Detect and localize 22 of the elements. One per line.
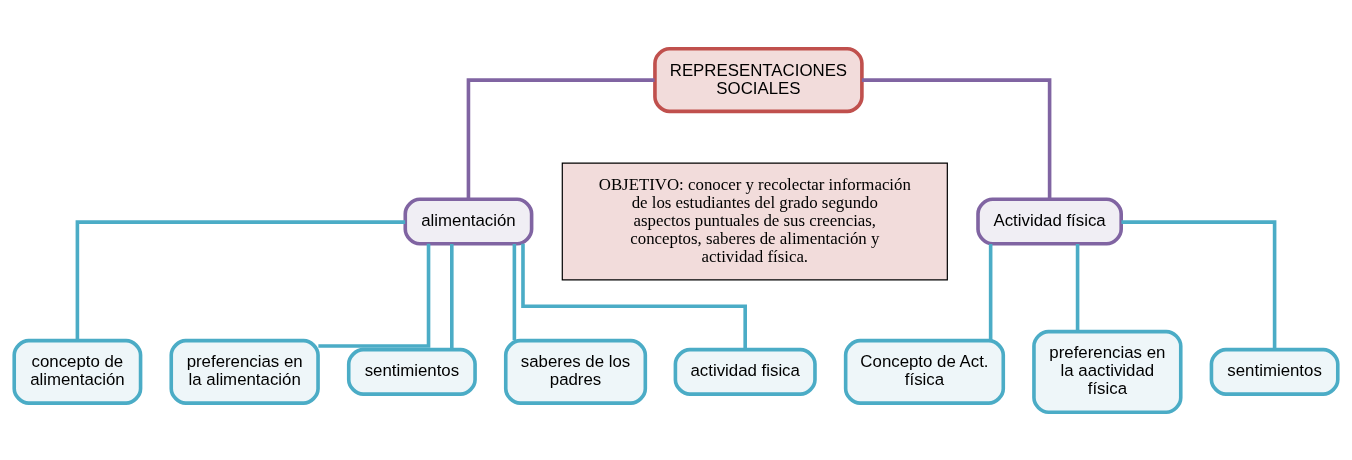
node-box: REPRESENTACIONES SOCIALES bbox=[653, 46, 864, 113]
node-box: alimentación bbox=[403, 196, 534, 246]
node-box: OBJETIVO: conocer y recolectar información de los estudiantes del grado segundo aspectos puntuales de sus creencias, conceptos, saberes de alimentación y actividad física. bbox=[561, 162, 948, 280]
connector bbox=[450, 243, 454, 349]
node-box: Actividad física bbox=[976, 196, 1123, 246]
node-box: concepto de alimentación bbox=[12, 338, 143, 405]
node-box: saberes de los padres bbox=[503, 338, 648, 405]
node-box: sentimientos bbox=[1209, 347, 1340, 396]
connector bbox=[861, 77, 1052, 199]
connector bbox=[75, 219, 406, 340]
connector bbox=[521, 243, 747, 349]
connector bbox=[988, 243, 993, 340]
connector bbox=[318, 243, 431, 348]
node-box: actividad fisica bbox=[673, 347, 817, 396]
node-box: sentimientos bbox=[346, 347, 477, 396]
connector bbox=[466, 77, 655, 199]
connector bbox=[512, 243, 517, 340]
connector bbox=[1121, 219, 1277, 349]
connector bbox=[1075, 243, 1080, 331]
node-box: preferencias en la aactividad física bbox=[1032, 329, 1183, 414]
node-box: preferencias en la alimentación bbox=[169, 338, 320, 405]
node-box: Concepto de Act. física bbox=[843, 338, 1006, 405]
